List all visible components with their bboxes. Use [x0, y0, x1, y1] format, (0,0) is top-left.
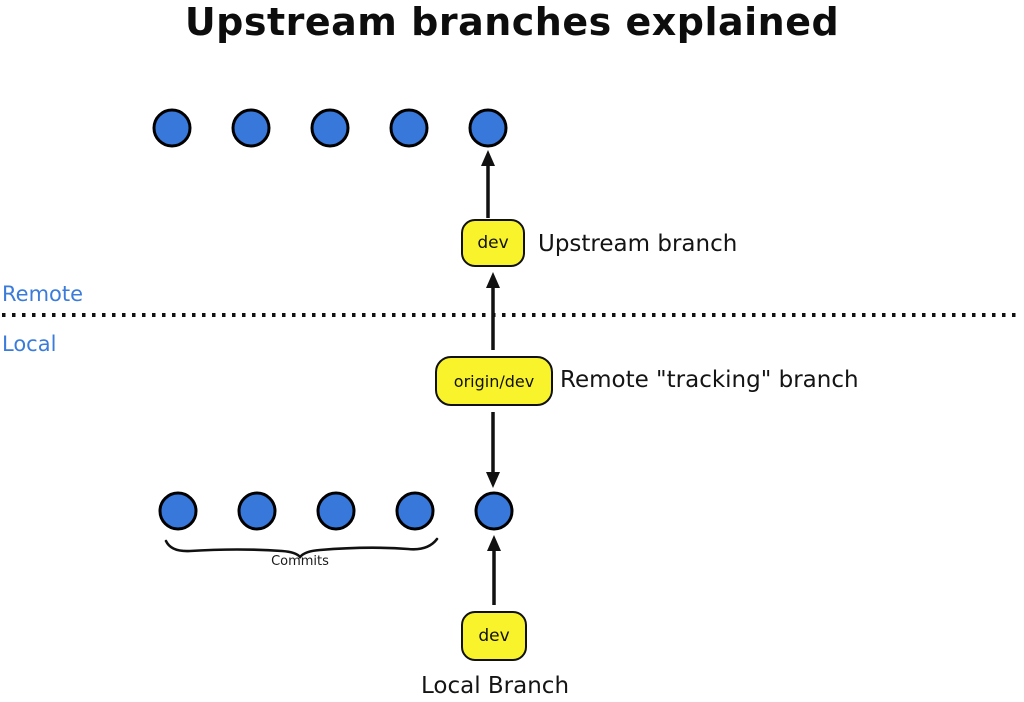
arrow-local-dev-to-commit — [487, 535, 501, 605]
commits-brace-label: Commits — [271, 554, 329, 569]
arrow-dev-to-remote-commit — [481, 150, 495, 218]
tracking-branch-tag-label: origin/dev — [453, 371, 535, 391]
commit-node — [231, 108, 271, 148]
commit-node — [158, 491, 198, 531]
tracking-branch-caption: Remote "tracking" branch — [560, 367, 859, 393]
local-branch-caption: Local Branch — [420, 673, 570, 699]
commits-brace — [164, 537, 439, 560]
commit-node — [389, 108, 429, 148]
tracking-branch-tag: origin/dev — [435, 356, 553, 406]
upstream-branch-tag: dev — [461, 219, 525, 267]
upstream-branch-caption: Upstream branch — [538, 231, 738, 257]
commit-node — [468, 108, 508, 148]
local-commit-row — [158, 491, 514, 531]
arrow-tracking-to-local-commit — [486, 412, 500, 488]
local-branch-tag: dev — [461, 611, 527, 661]
arrow-tracking-to-dev — [486, 272, 500, 350]
commit-node — [474, 491, 514, 531]
upstream-branch-tag-label: dev — [477, 233, 509, 253]
local-section-label: Local — [2, 332, 57, 356]
commit-node — [310, 108, 350, 148]
remote-section-label: Remote — [2, 282, 84, 306]
commit-node — [152, 108, 192, 148]
upstream-commit-row — [152, 108, 508, 148]
local-branch-tag-label: dev — [478, 626, 510, 646]
commit-node — [395, 491, 435, 531]
commit-node — [237, 491, 277, 531]
page-title: Upstream branches explained — [184, 0, 840, 44]
commit-node — [316, 491, 356, 531]
